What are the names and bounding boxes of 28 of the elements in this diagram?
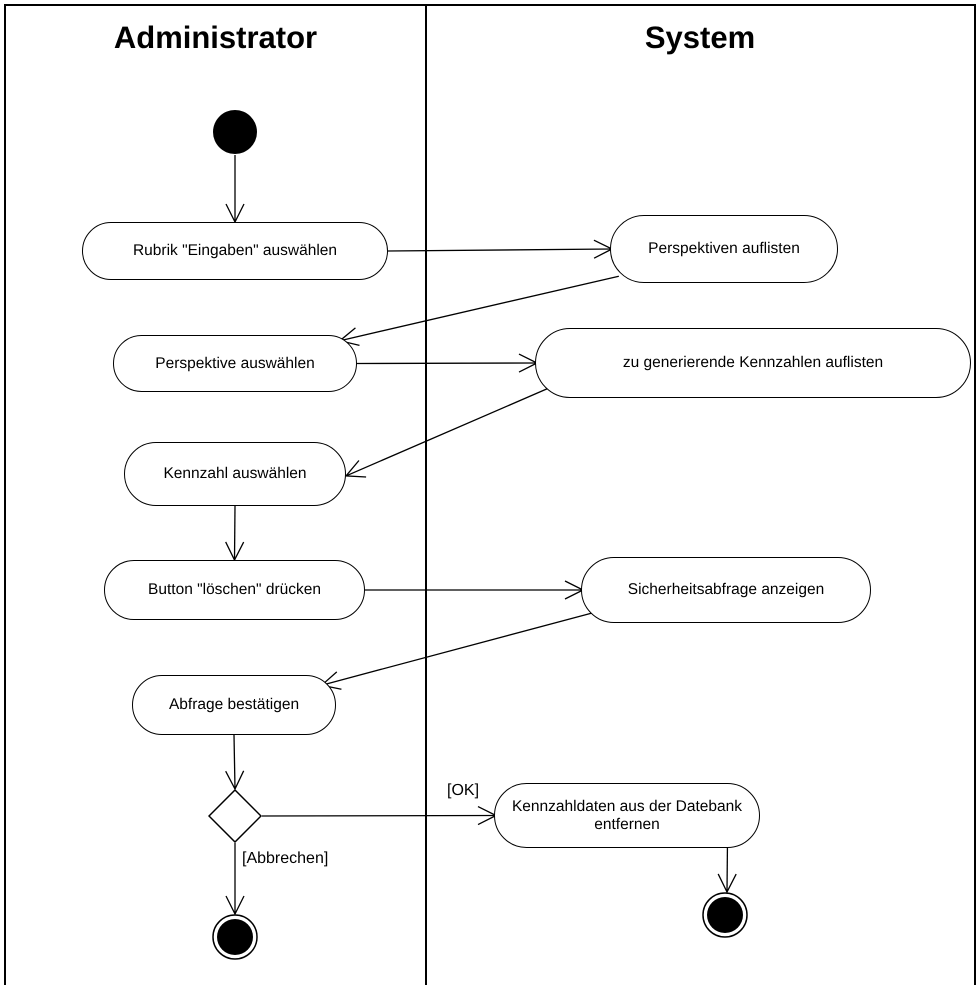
swimlane <box>4 4 427 985</box>
arrow <box>357 353 538 373</box>
arrow <box>718 848 737 893</box>
edge-label: [OK] <box>447 782 480 800</box>
activity-node: Perspektive auswählen <box>113 335 357 392</box>
arrow <box>365 580 584 600</box>
activity-node: Kennzahl auswählen <box>124 442 346 506</box>
activity-node: Rubrik "Eingaben" auswählen <box>82 222 388 280</box>
arrow <box>225 734 244 790</box>
arrow <box>225 843 245 915</box>
activity-node: Button "löschen" drücken <box>104 560 365 620</box>
swimlane <box>426 4 976 985</box>
end-node <box>702 892 748 938</box>
activity-node: Perspektiven auflisten <box>610 215 838 283</box>
lane-title: Administrator <box>112 20 318 56</box>
activity-node: Sicherheitsabfrage anzeigen <box>581 557 871 623</box>
end-node <box>212 914 258 960</box>
arrow <box>225 155 245 223</box>
arrow <box>262 806 497 826</box>
edge-label: [Abbrechen] <box>242 850 328 868</box>
arrow <box>388 240 613 259</box>
activity-node: Kennzahldaten aus der Datebank entfernen <box>494 783 760 848</box>
decision-diamond <box>208 789 262 843</box>
arrow <box>225 506 244 561</box>
activity-node: zu generierende Kennzahlen auflisten <box>535 328 971 398</box>
start-node <box>212 109 258 155</box>
lane-title: System <box>644 20 756 56</box>
activity-node: Abfrage bestätigen <box>132 675 336 735</box>
